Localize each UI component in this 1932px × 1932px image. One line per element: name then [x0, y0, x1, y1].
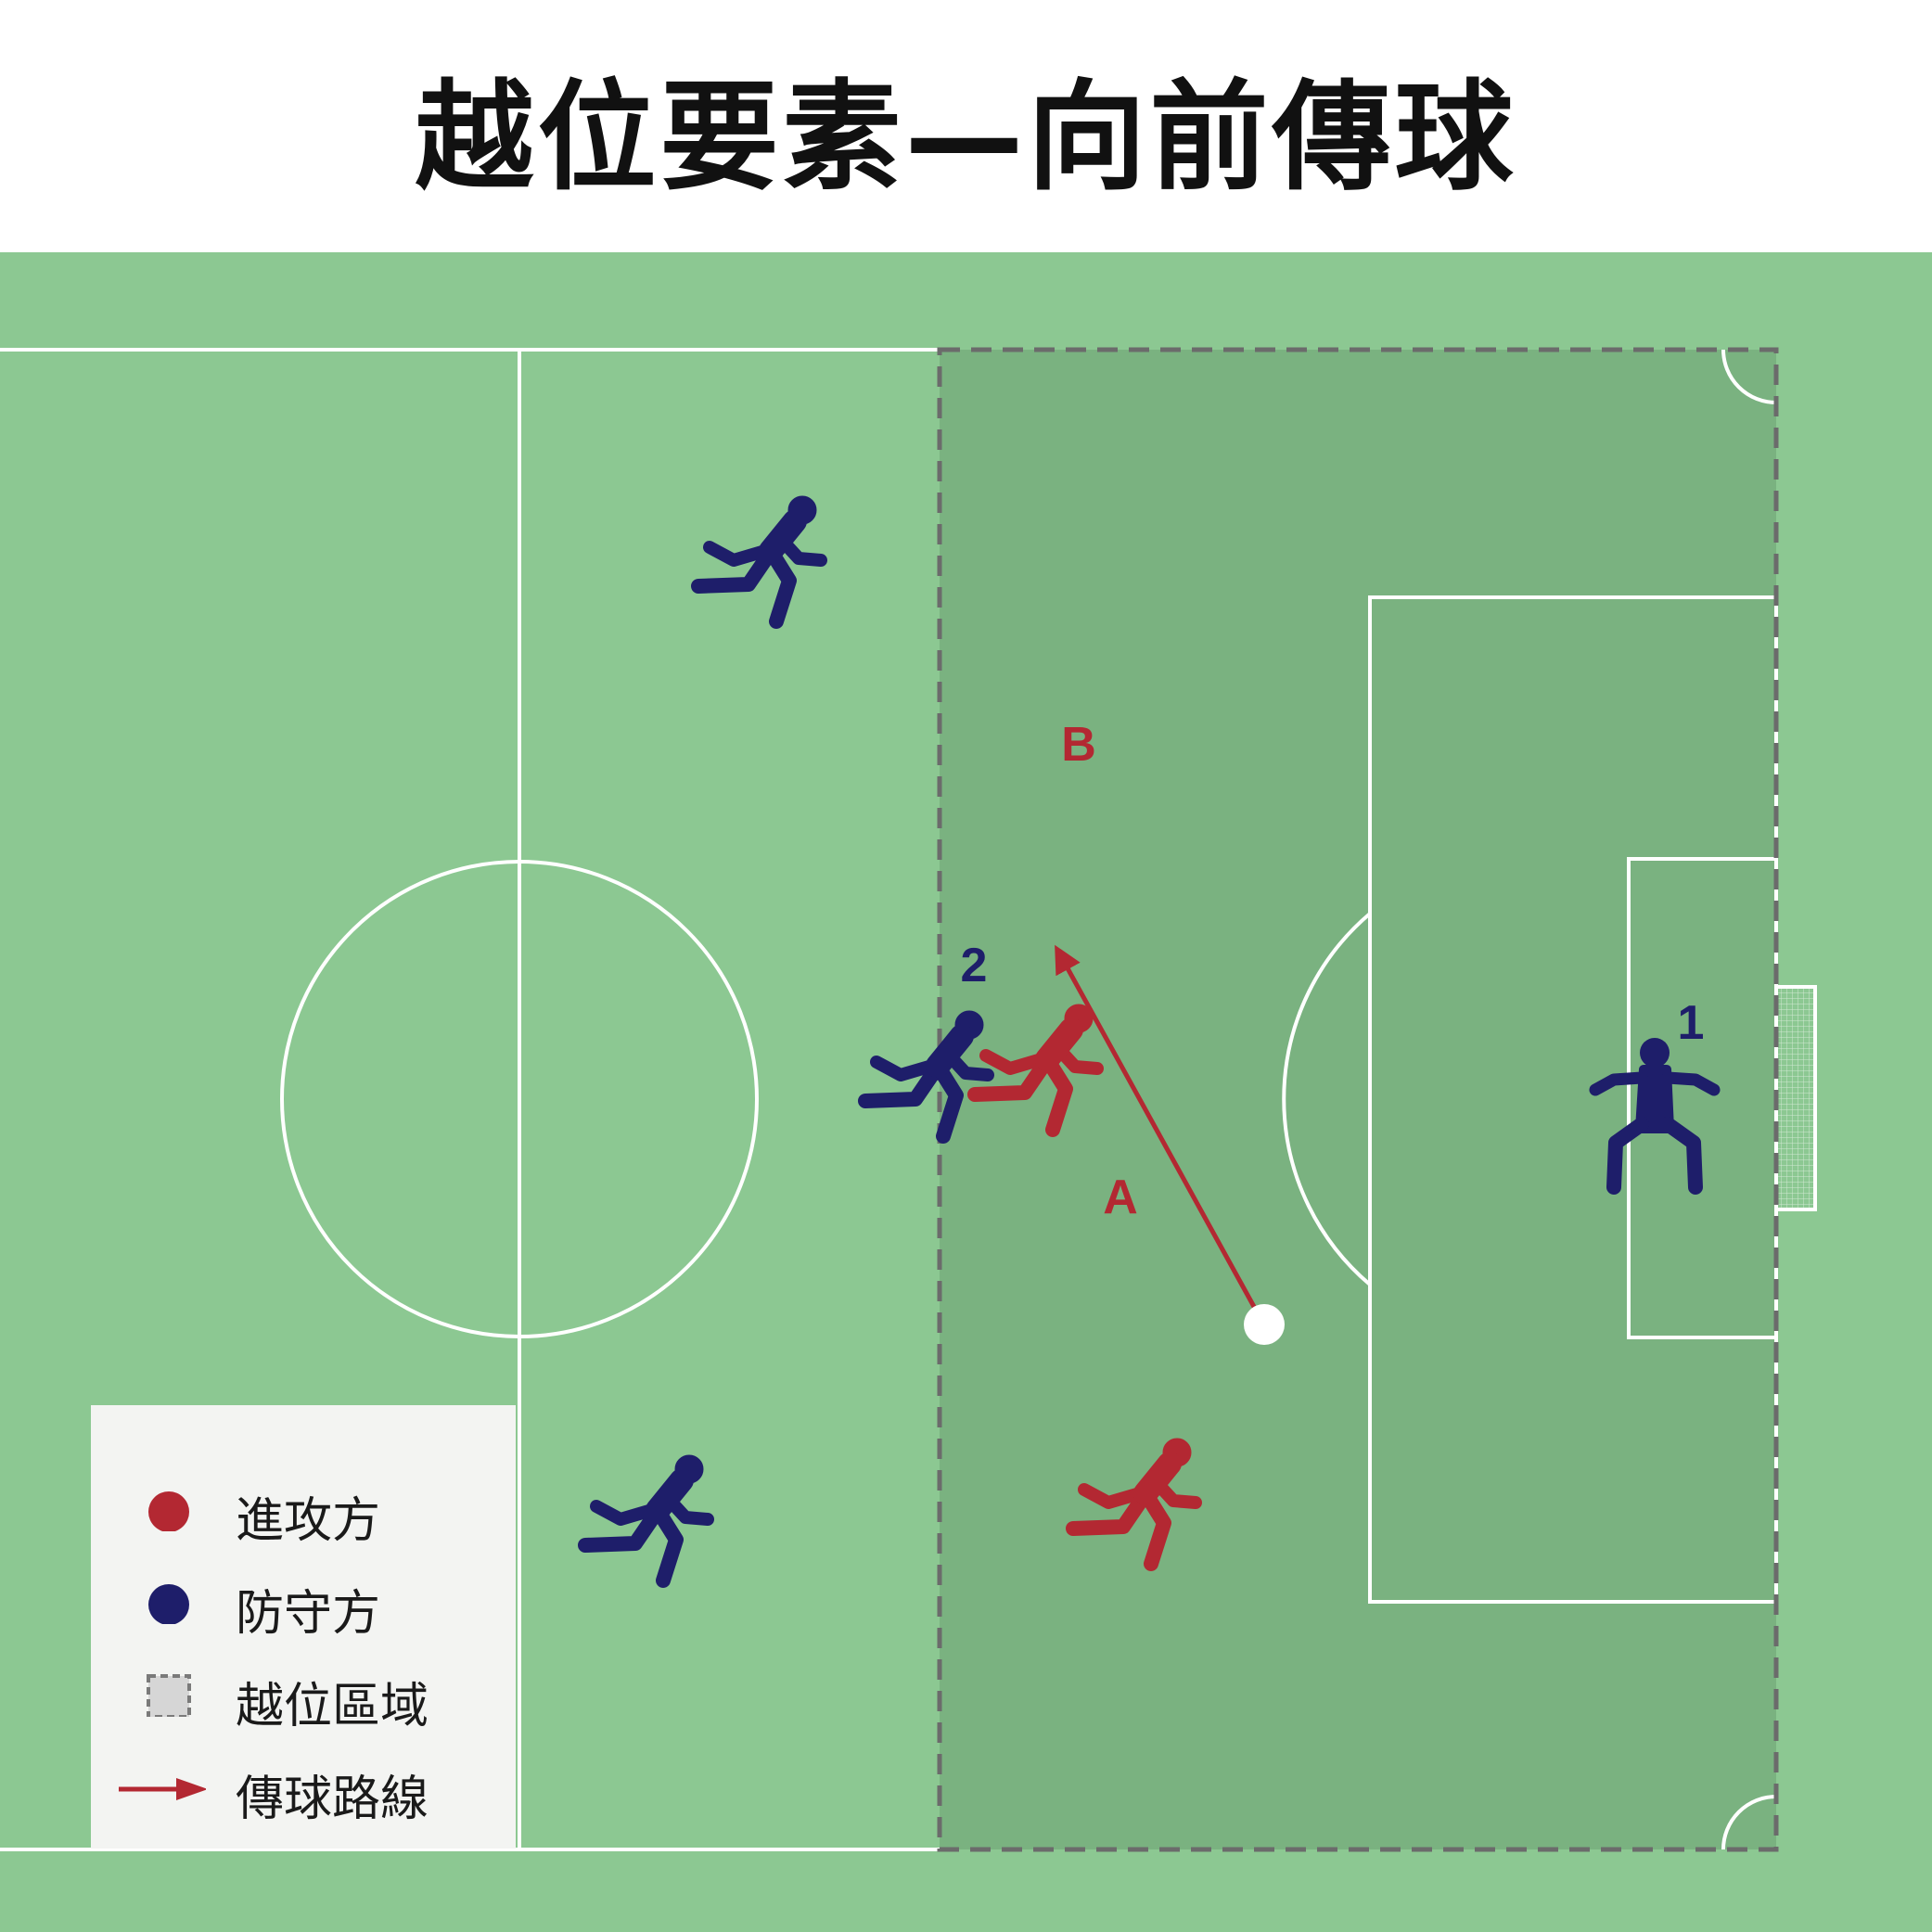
goal-net	[1774, 985, 1817, 1211]
center-circle	[280, 860, 759, 1338]
pass-route-arrow	[1055, 944, 1266, 1325]
ball	[1244, 1304, 1285, 1345]
red-dot-icon	[148, 1491, 189, 1531]
legend-item-defense: 防守方	[91, 1565, 516, 1642]
legend-label: 傳球路線	[236, 1772, 429, 1827]
legend-label: 防守方	[236, 1586, 381, 1642]
corner-arc-top	[1721, 349, 1777, 404]
goalkeeper-1-label: 1	[1678, 996, 1705, 1050]
corner-arc-bottom	[1721, 1795, 1777, 1850]
penalty-arc	[1282, 912, 1372, 1286]
offside-zone-border	[937, 347, 1779, 1852]
pitch-markings	[0, 348, 1817, 1851]
legend-item-pass-route: 傳球路線	[91, 1750, 516, 1827]
goalkeeper-1	[1589, 1038, 1721, 1195]
legend-label: 越位區域	[236, 1679, 429, 1734]
red-arrow-icon	[119, 1778, 206, 1800]
legend-item-offside-zone: 越位區域	[91, 1657, 516, 1734]
navy-dot-icon	[148, 1584, 189, 1624]
dashed-square-icon	[147, 1674, 191, 1717]
defender-2-label: 2	[961, 939, 988, 992]
legend-label: 進攻方	[236, 1493, 381, 1549]
attacker-b-label: B	[1061, 718, 1096, 772]
offside-zone	[940, 350, 1776, 1849]
legend-item-attack: 進攻方	[91, 1472, 516, 1549]
diagram-title: 越位要素—向前傳球	[415, 68, 1517, 207]
legend: 進攻方 防守方 越位區域 傳球路線	[91, 1405, 516, 1849]
attacker-a-label: A	[1103, 1171, 1138, 1224]
